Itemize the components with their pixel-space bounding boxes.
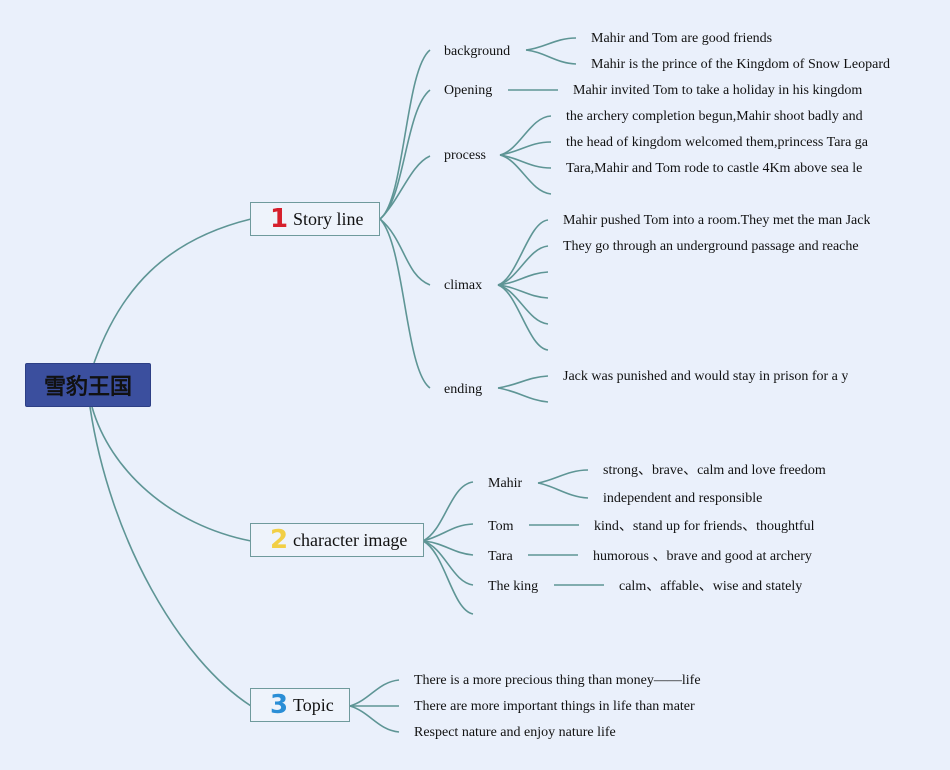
opening-item[interactable]: Mahir invited Tom to take a holiday in h… [573,83,863,98]
tom-trait[interactable]: kind、stand up for friends、thoughtful [594,519,815,534]
topic-story-line[interactable]: 1 Story line [250,202,380,236]
number-three-icon: 3 [269,690,289,720]
background-item[interactable]: Mahir and Tom are good friends [591,31,773,46]
theme-item[interactable]: Respect nature and enjoy nature life [414,725,616,740]
tara-trait[interactable]: humorous 、brave and good at archery [593,549,812,564]
topic-story-line-label: Story line [293,208,364,229]
mahir-trait[interactable]: strong、brave、calm and love freedom [603,463,826,478]
subtopic-background[interactable]: background [444,44,511,59]
topic-theme-label: Topic [293,694,334,715]
topic-theme[interactable]: 3 Topic [250,688,350,722]
process-item[interactable]: Tara,Mahir and Tom rode to castle 4Km ab… [566,161,863,176]
background-item[interactable]: Mahir is the prince of the Kingdom of Sn… [591,57,890,72]
process-item[interactable]: the head of kingdom welcomed them,prince… [566,135,868,150]
number-two-icon: 2 [269,525,289,555]
subtopic-opening[interactable]: Opening [444,83,493,98]
central-topic-label: 雪豹王国 [43,375,132,400]
character-king[interactable]: The king [488,579,539,594]
subtopic-process[interactable]: process [444,148,486,163]
mahir-trait[interactable]: independent and responsible [603,491,763,506]
climax-item[interactable]: Mahir pushed Tom into a room.They met th… [563,213,871,228]
subtopic-ending[interactable]: ending [444,382,483,397]
character-mahir[interactable]: Mahir [488,476,523,491]
topic-character-image-label: character image [293,529,408,550]
topic-character-image[interactable]: 2 character image [250,523,424,557]
theme-item[interactable]: There is a more precious thing than mone… [414,673,701,688]
process-item[interactable]: the archery completion begun,Mahir shoot… [566,109,863,124]
subtopic-climax[interactable]: climax [444,278,483,293]
character-tara[interactable]: Tara [488,549,513,564]
climax-item[interactable]: They go through an underground passage a… [563,239,859,254]
theme-item[interactable]: There are more important things in life … [414,699,695,714]
number-one-icon: 1 [269,204,289,234]
ending-item[interactable]: Jack was punished and would stay in pris… [563,369,849,384]
central-topic[interactable]: 雪豹王国 [25,363,151,407]
character-tom[interactable]: Tom [488,519,514,534]
king-trait[interactable]: calm、affable、wise and stately [619,579,803,594]
